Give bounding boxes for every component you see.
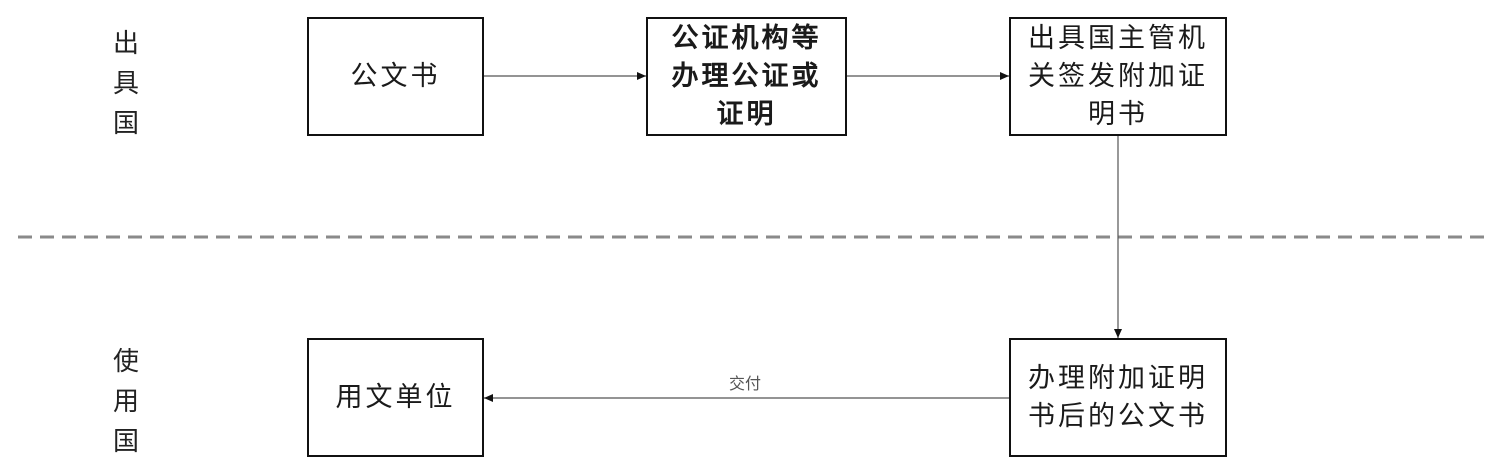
region-char: 出 [112, 29, 139, 59]
node-notary-certification: 公证机构等办理公证或证明 [646, 17, 847, 136]
region-char: 具 [112, 69, 139, 99]
node-authority-apostille: 出具国主管机关签发附加证明书 [1009, 17, 1227, 136]
node-public-document: 公文书 [307, 17, 484, 136]
node-label: 公文书 [350, 60, 441, 92]
node-label: 出具国主管机关签发附加证明书 [1028, 22, 1208, 130]
region-char: 国 [112, 427, 139, 457]
region-char: 国 [112, 109, 139, 139]
node-receiving-unit: 用文单位 [307, 338, 484, 457]
region-label-using-country: 使 用 国 [106, 342, 146, 462]
node-label: 用文单位 [335, 381, 456, 413]
node-label: 办理附加证明书后的公文书 [1028, 362, 1208, 432]
region-char: 使 [112, 347, 139, 377]
region-label-issuing-country: 出 具 国 [106, 24, 146, 144]
node-processed-document: 办理附加证明书后的公文书 [1009, 338, 1227, 457]
region-char: 用 [112, 387, 139, 417]
node-label: 公证机构等办理公证或证明 [671, 22, 822, 130]
edge-label-submit: 交付 [728, 374, 761, 393]
